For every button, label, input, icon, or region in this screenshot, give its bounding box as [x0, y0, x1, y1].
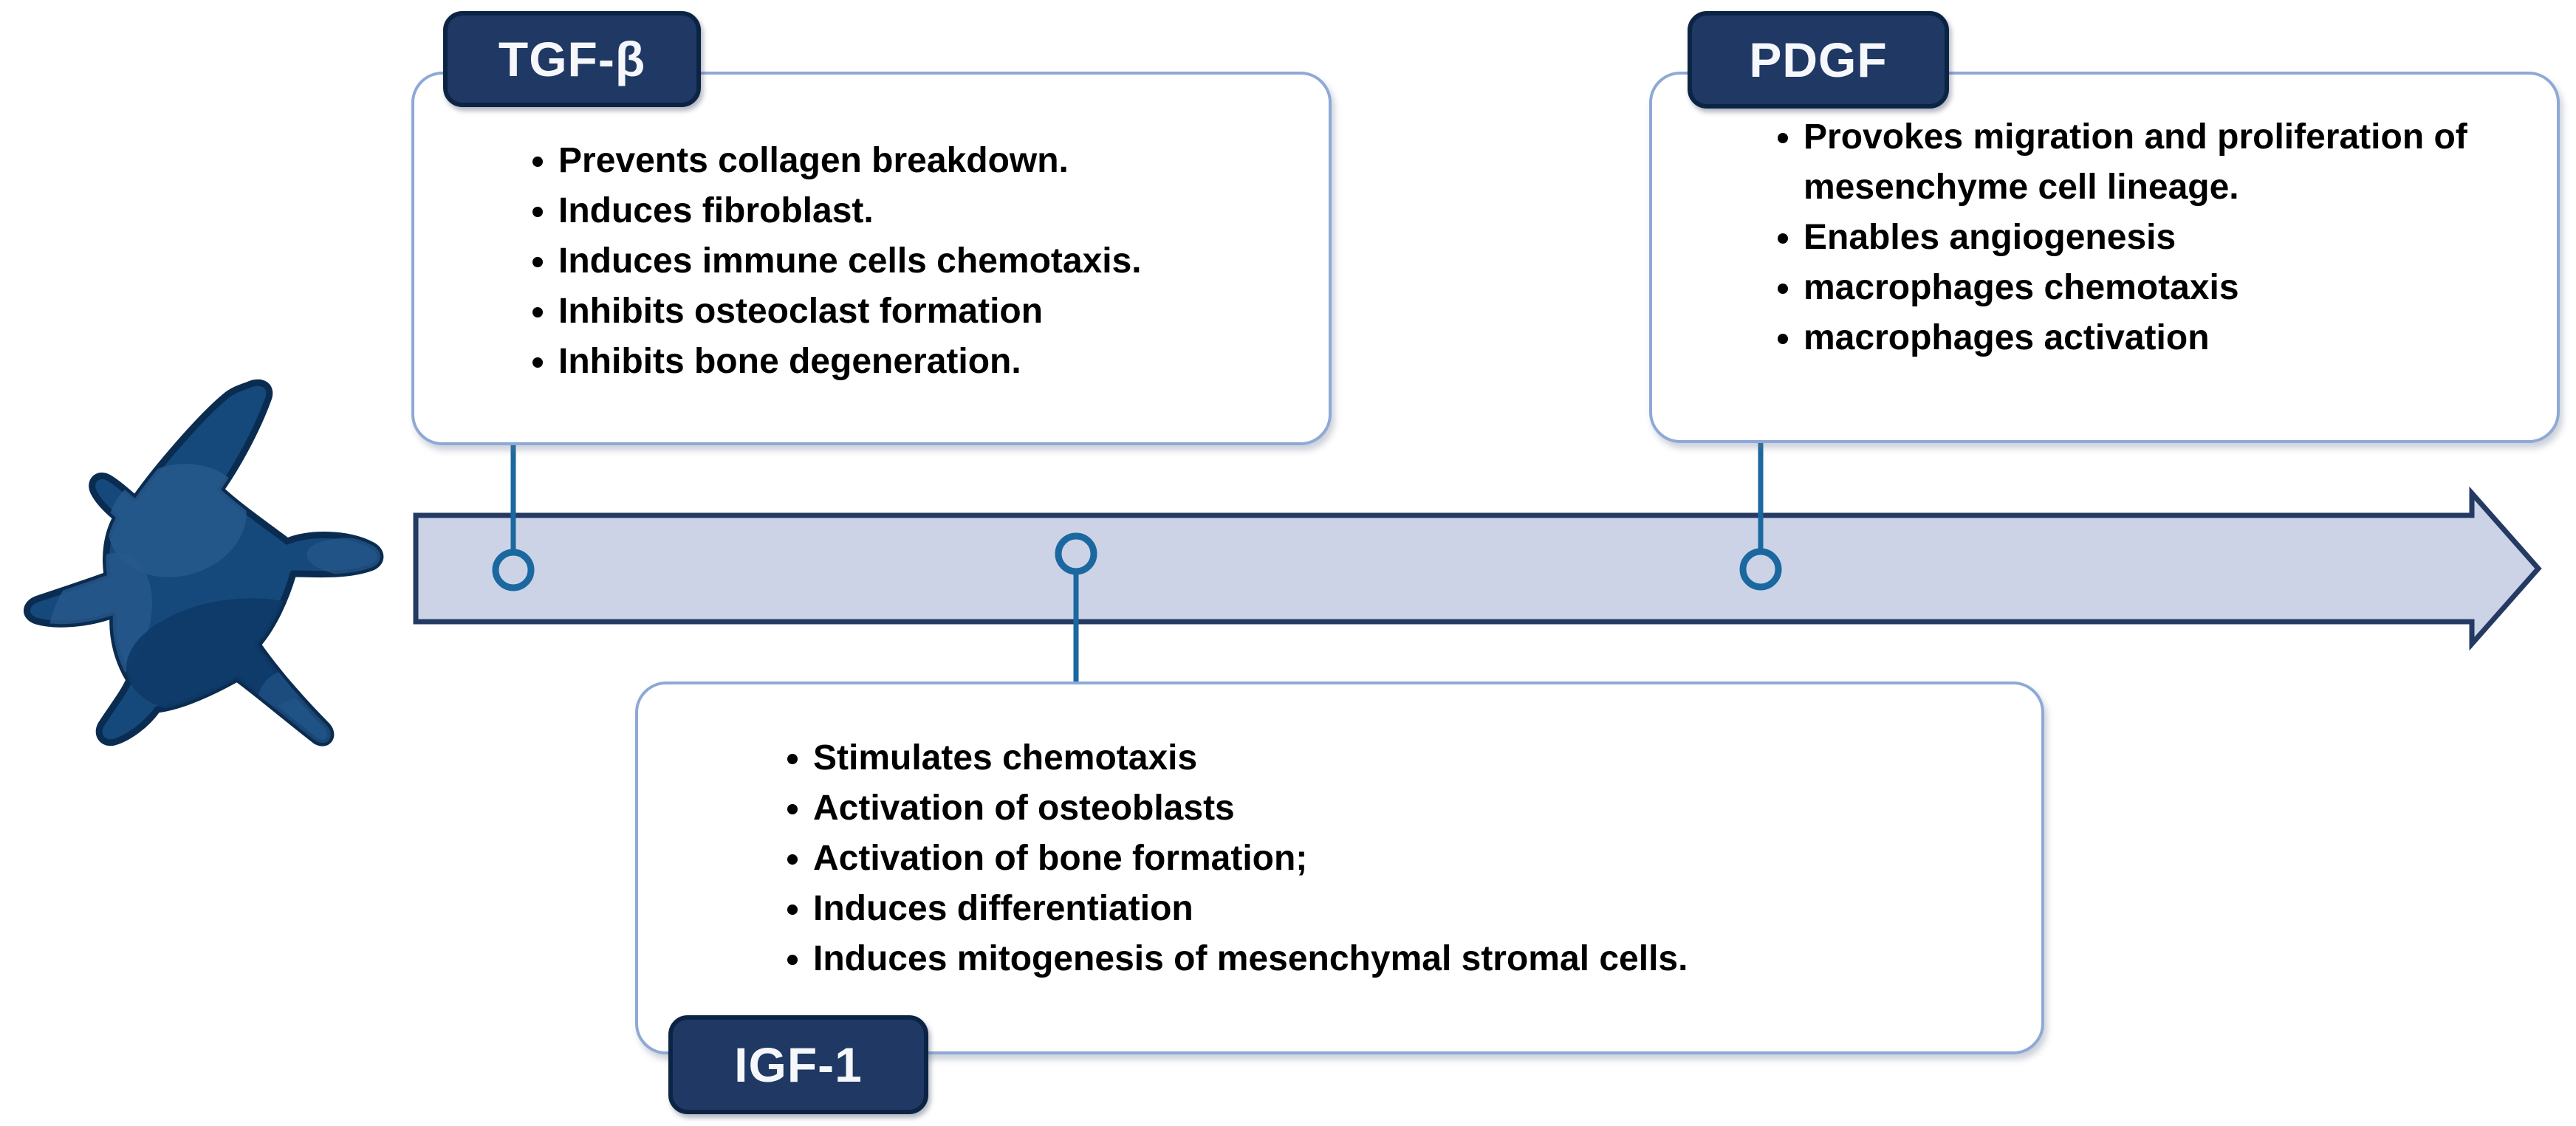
- bullet-item: Induces fibroblast.: [558, 186, 1297, 236]
- bullet-item: Inhibits bone degeneration.: [558, 337, 1297, 387]
- igf1-connector: [1055, 532, 1097, 682]
- tgfb-info-box: Prevents collagen breakdown.Induces fibr…: [411, 72, 1332, 445]
- connector-circle-marker: [492, 549, 535, 591]
- pdgf-info-box: Provokes migration and proliferation of …: [1649, 72, 2560, 443]
- tgfb-label-text: TGF-β: [498, 32, 646, 86]
- bullet-item: Enables angiogenesis: [1803, 213, 2468, 263]
- bullet-item: Inhibits osteoclast formation: [558, 286, 1297, 337]
- bullet-item: Activation of bone formation;: [813, 834, 1884, 884]
- connector-circle-marker: [1739, 548, 1782, 591]
- tgfb-connector: [492, 441, 535, 591]
- bullet-item: Activation of osteoblasts: [813, 783, 1884, 834]
- pdgf-bullet-list: Provokes migration and proliferation of …: [1726, 112, 2468, 363]
- igf1-label-text: IGF-1: [734, 1037, 863, 1092]
- bullet-item: macrophages activation: [1803, 313, 2468, 363]
- bullet-item: Stimulates chemotaxis: [813, 733, 1884, 783]
- mesenchymal-cell-icon: [24, 379, 384, 746]
- bullet-item: Induces immune cells chemotaxis.: [558, 236, 1297, 286]
- bullet-item: Provokes migration and proliferation of …: [1803, 112, 2468, 213]
- bullet-item: Prevents collagen breakdown.: [558, 136, 1297, 186]
- igf1-label-badge: IGF-1: [668, 1015, 928, 1114]
- bullet-item: Induces differentiation: [813, 884, 1884, 934]
- igf1-bullet-list: Stimulates chemotaxisActivation of osteo…: [734, 733, 1884, 984]
- tgfb-label-badge: TGF-β: [443, 11, 701, 107]
- pdgf-label-text: PDGF: [1749, 32, 1888, 87]
- bullet-item: macrophages chemotaxis: [1803, 263, 2468, 313]
- pdgf-connector: [1739, 437, 1782, 591]
- igf1-info-box: Stimulates chemotaxisActivation of osteo…: [635, 682, 2044, 1054]
- bullet-item: Induces mitogenesis of mesenchymal strom…: [813, 934, 1884, 984]
- pdgf-label-badge: PDGF: [1688, 11, 1949, 109]
- timeline-arrow: [413, 486, 2542, 651]
- tgfb-bullet-list: Prevents collagen breakdown.Induces fibr…: [488, 136, 1297, 387]
